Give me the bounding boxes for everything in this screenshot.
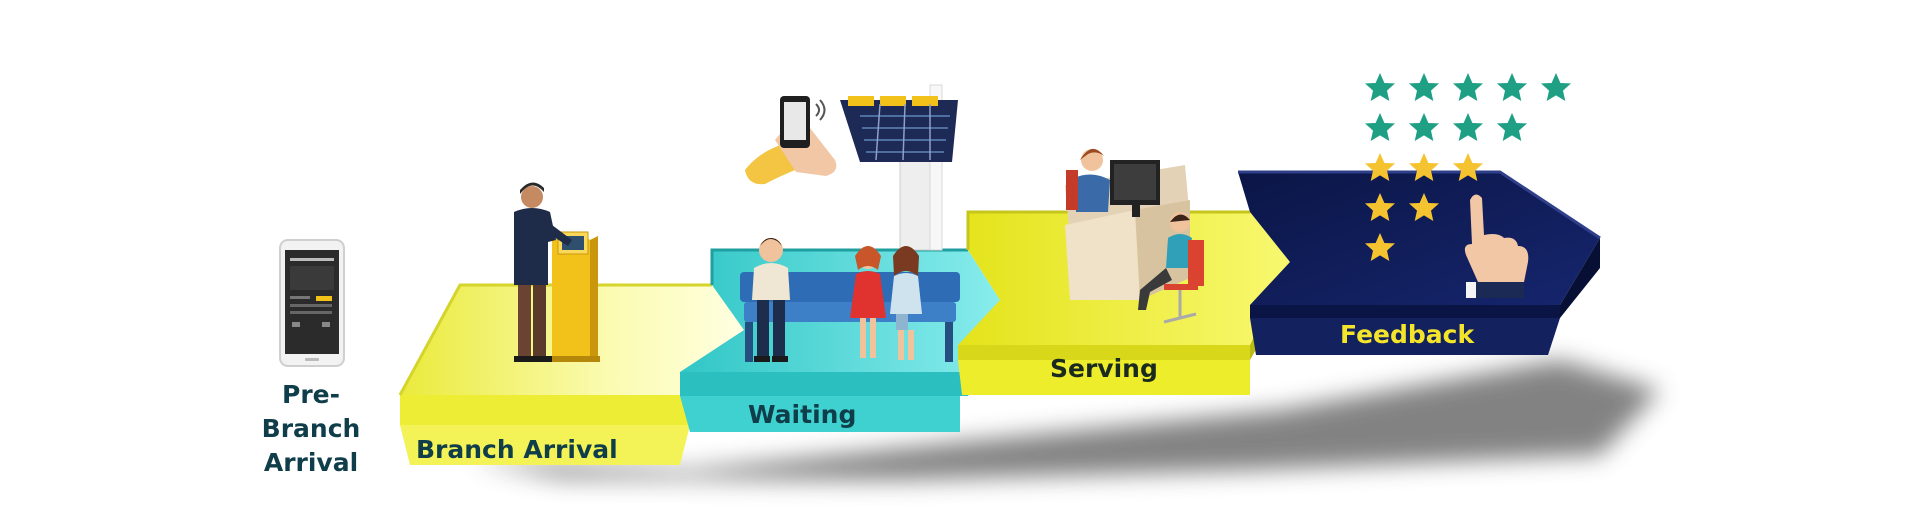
rating-star — [1365, 113, 1395, 141]
label-serving: Serving — [1050, 354, 1158, 383]
kiosk-icon — [550, 231, 600, 362]
phone-in-hand-icon — [745, 96, 837, 185]
ground-shadow — [470, 360, 1660, 480]
pointing-hand-icon — [1464, 194, 1529, 298]
label-branch-arrival: Branch Arrival — [416, 435, 618, 464]
customer-at-kiosk — [514, 182, 572, 362]
rating-star — [1453, 73, 1483, 101]
rating-star — [1409, 73, 1439, 101]
smartphone-icon — [279, 239, 345, 367]
label-feedback: Feedback — [1340, 320, 1475, 349]
label-pre-branch-arrival: Pre-Branch Arrival — [261, 380, 361, 477]
departure-board-icon — [840, 84, 958, 251]
service-desk-icon — [1065, 148, 1204, 324]
rating-star — [1409, 113, 1439, 141]
waiting-people-icon — [740, 238, 960, 362]
rating-star — [1365, 73, 1395, 101]
rating-star — [1453, 113, 1483, 141]
label-waiting: Waiting — [748, 400, 857, 429]
rating-star — [1497, 113, 1527, 141]
rating-star — [1497, 73, 1527, 101]
rating-star — [1541, 73, 1571, 101]
